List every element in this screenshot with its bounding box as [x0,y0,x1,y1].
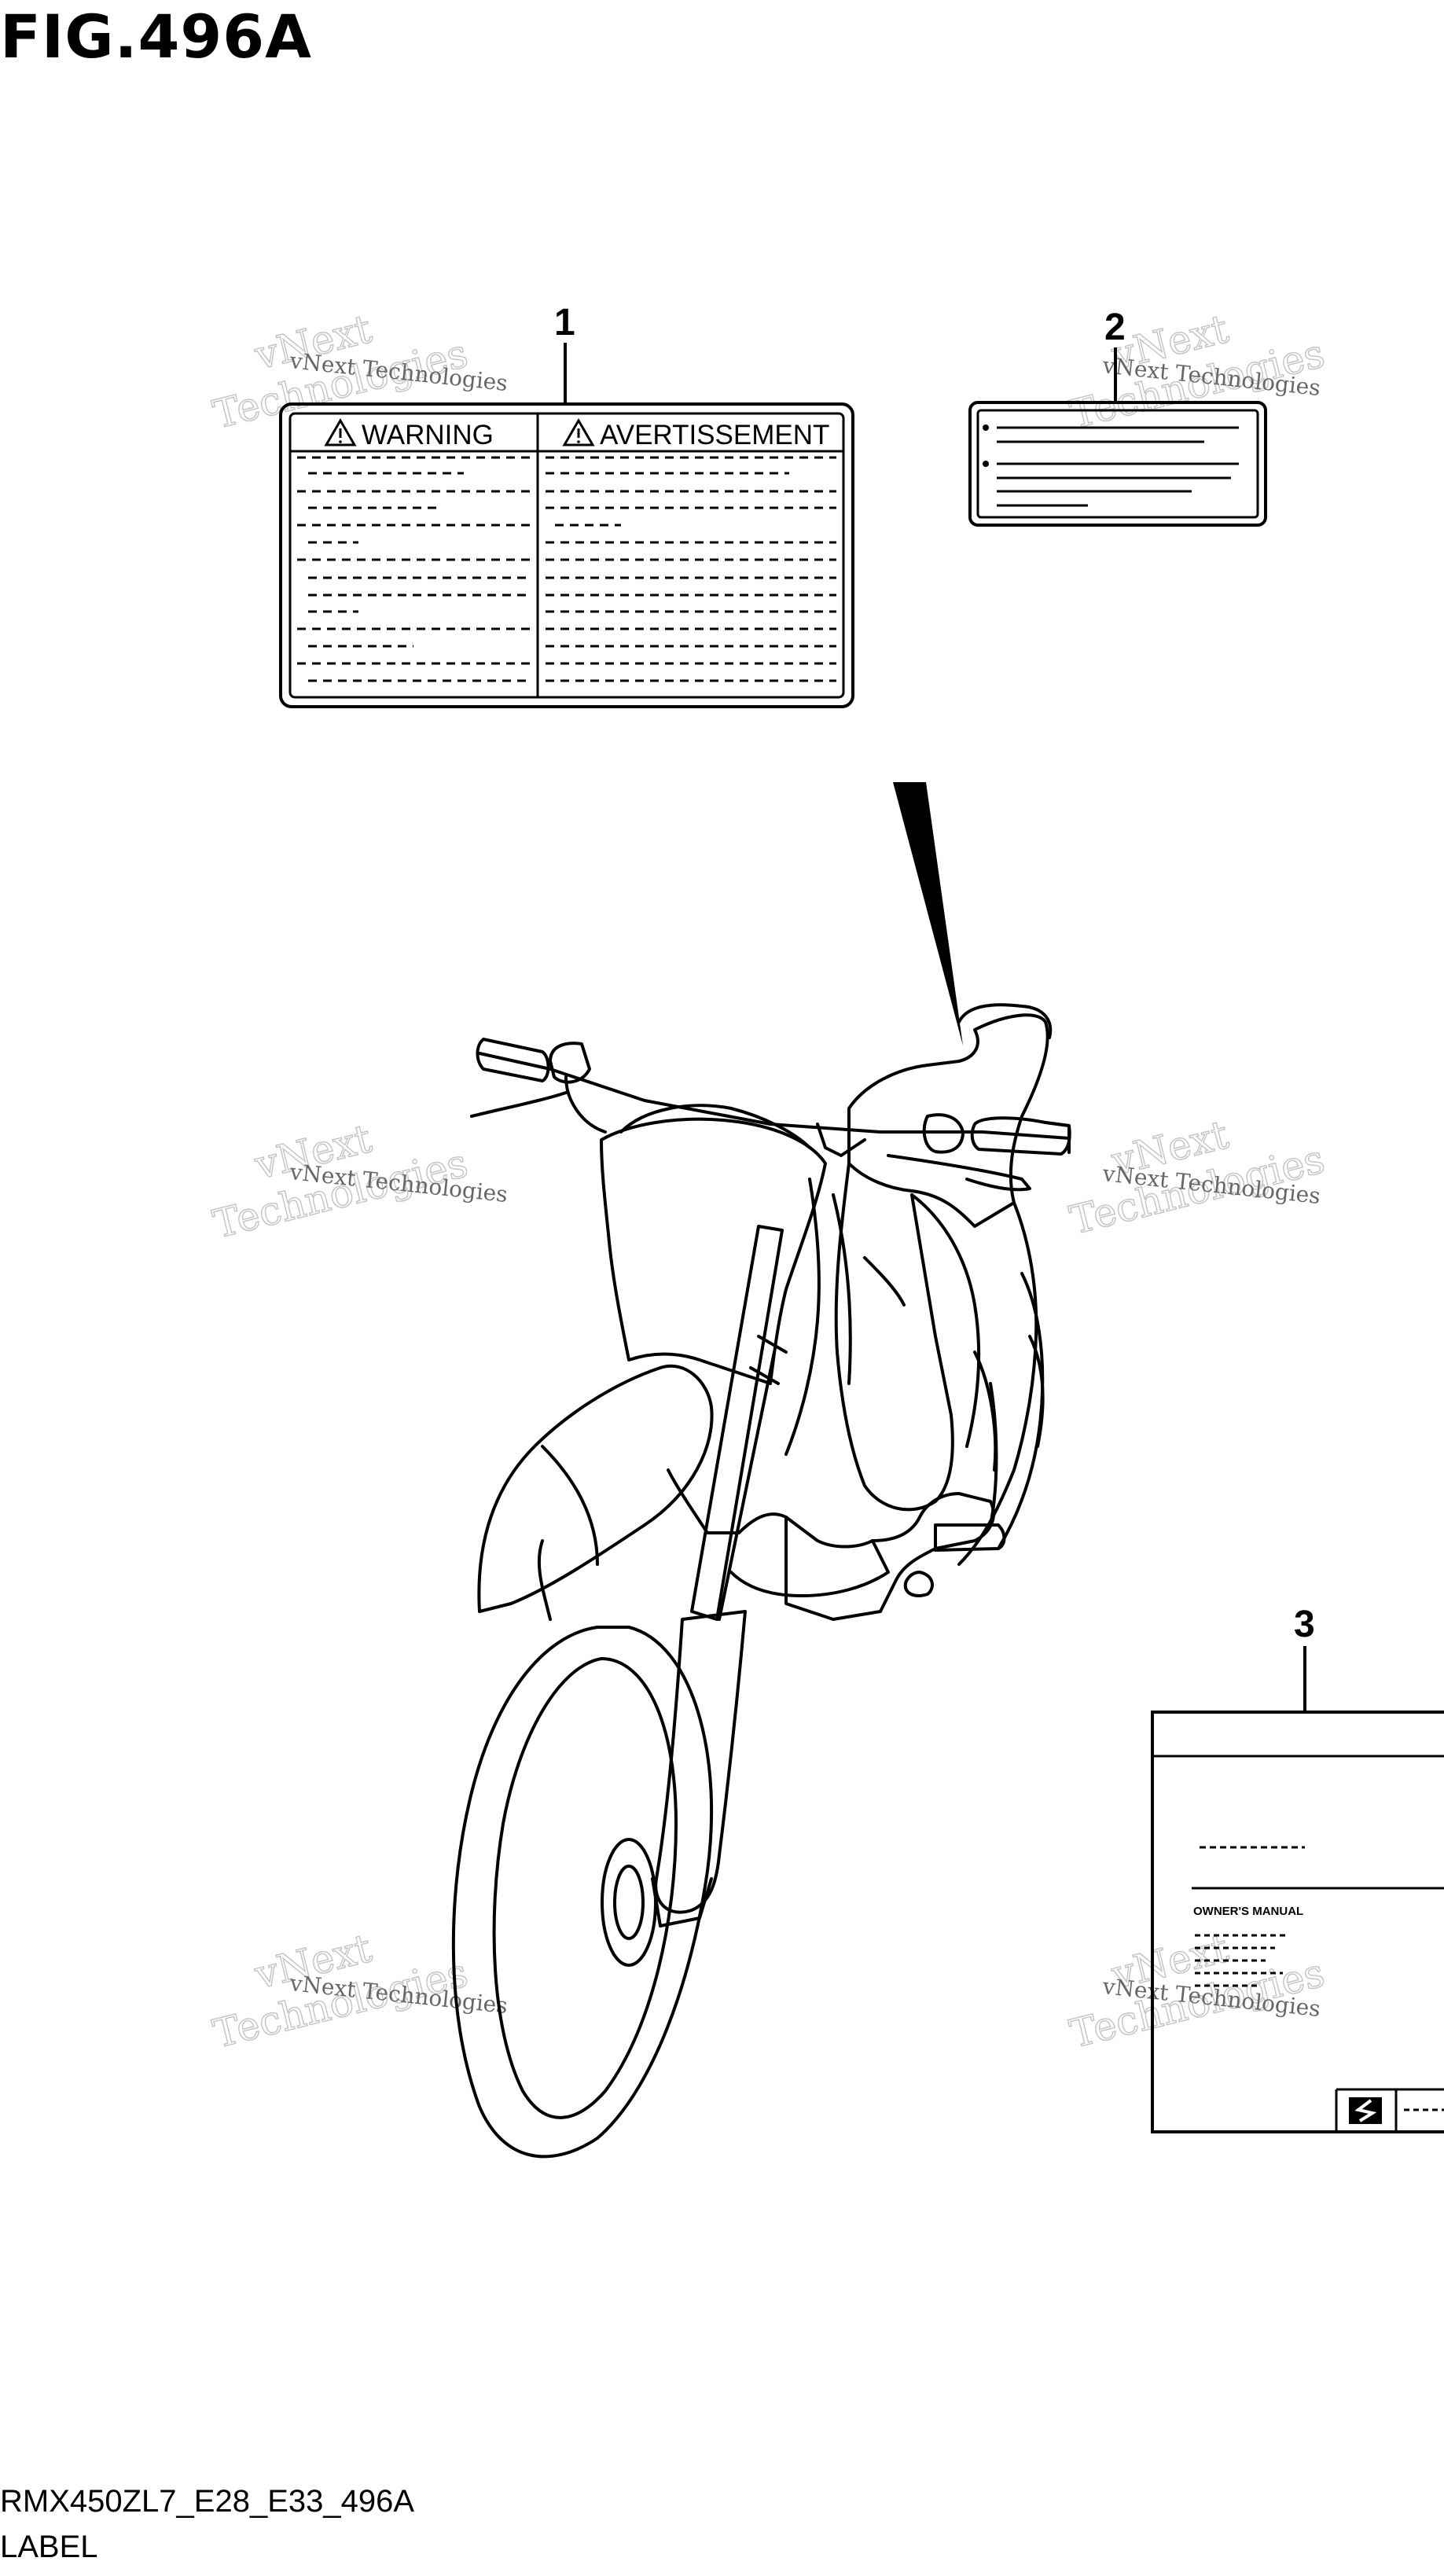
owners-manual-part[interactable]: OWNER'S MANUAL [1151,1711,1444,2133]
warning-triangle-icon [324,418,357,446]
label-placeholder-text-left [297,456,531,682]
figure-title: FIG.496A [0,2,312,72]
manual-placeholder-text [1195,1934,1286,1987]
suzuki-logo-icon [1349,2097,1382,2124]
callout-number-1[interactable]: 1 [554,302,575,344]
fuel-tank [847,1013,1049,1228]
front-fender [477,1364,714,1613]
label-placeholder-text-right [546,456,836,682]
avertissement-heading: AVERTISSEMENT [600,420,829,450]
callout-number-3[interactable]: 3 [1294,1604,1315,1645]
watermark-group: vNext Technologies vNext Technologies vN… [208,305,1330,2057]
front-tire [451,1626,714,2159]
number-plate [600,1117,827,1385]
warning-heading: WARNING [362,420,494,450]
warning-label-part[interactable]: WARNING AVERTISSEMENT [279,402,854,708]
location-pointer [893,782,963,1045]
warning-triangle-icon [562,418,595,446]
model-code: RMX450ZL7_E28_E33_496A [0,2484,415,2519]
callout-number-2[interactable]: 2 [1104,307,1126,348]
group-label: LABEL [0,2530,98,2564]
label-outer-border [279,402,854,708]
owners-manual-title: OWNER'S MANUAL [1193,1905,1303,1918]
motorcycle-illustration [451,1003,1071,2159]
info-label-part[interactable] [968,401,1267,527]
label-inner-border [288,412,845,699]
